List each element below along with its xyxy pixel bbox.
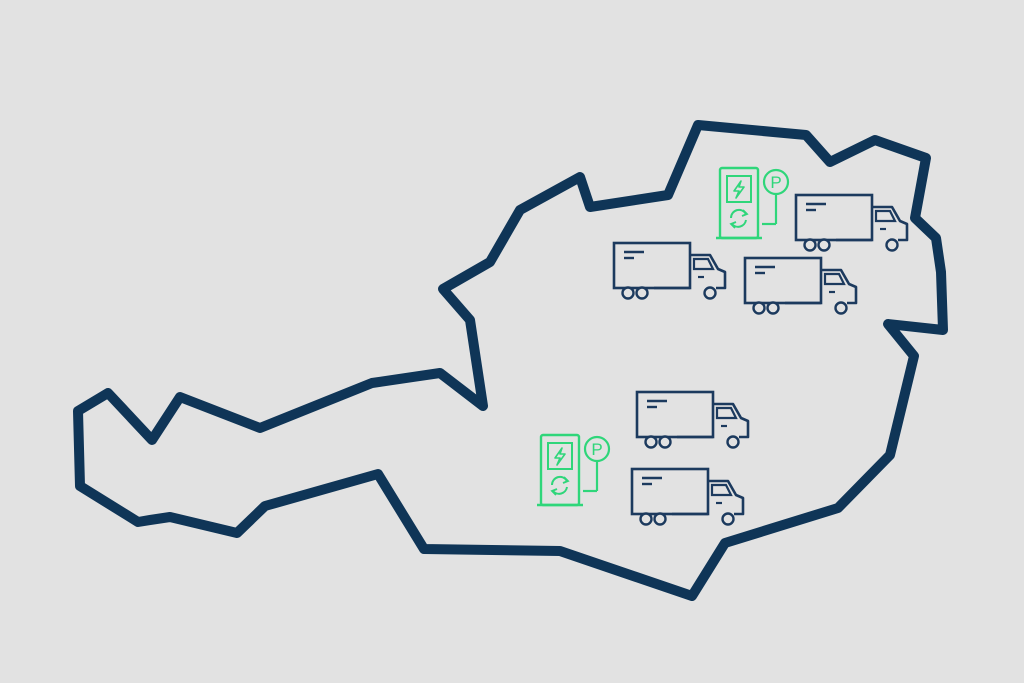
charging-hub: P — [714, 166, 790, 240]
truck-icon — [630, 467, 745, 526]
parking-icon: P — [591, 440, 602, 459]
truck-icon — [612, 241, 727, 300]
charging-hub: P — [535, 433, 611, 507]
truck-icon — [743, 256, 858, 315]
parking-icon: P — [770, 173, 781, 192]
truck-icon — [635, 390, 750, 449]
truck-icon — [794, 193, 909, 252]
austria-outline-map — [73, 120, 948, 601]
